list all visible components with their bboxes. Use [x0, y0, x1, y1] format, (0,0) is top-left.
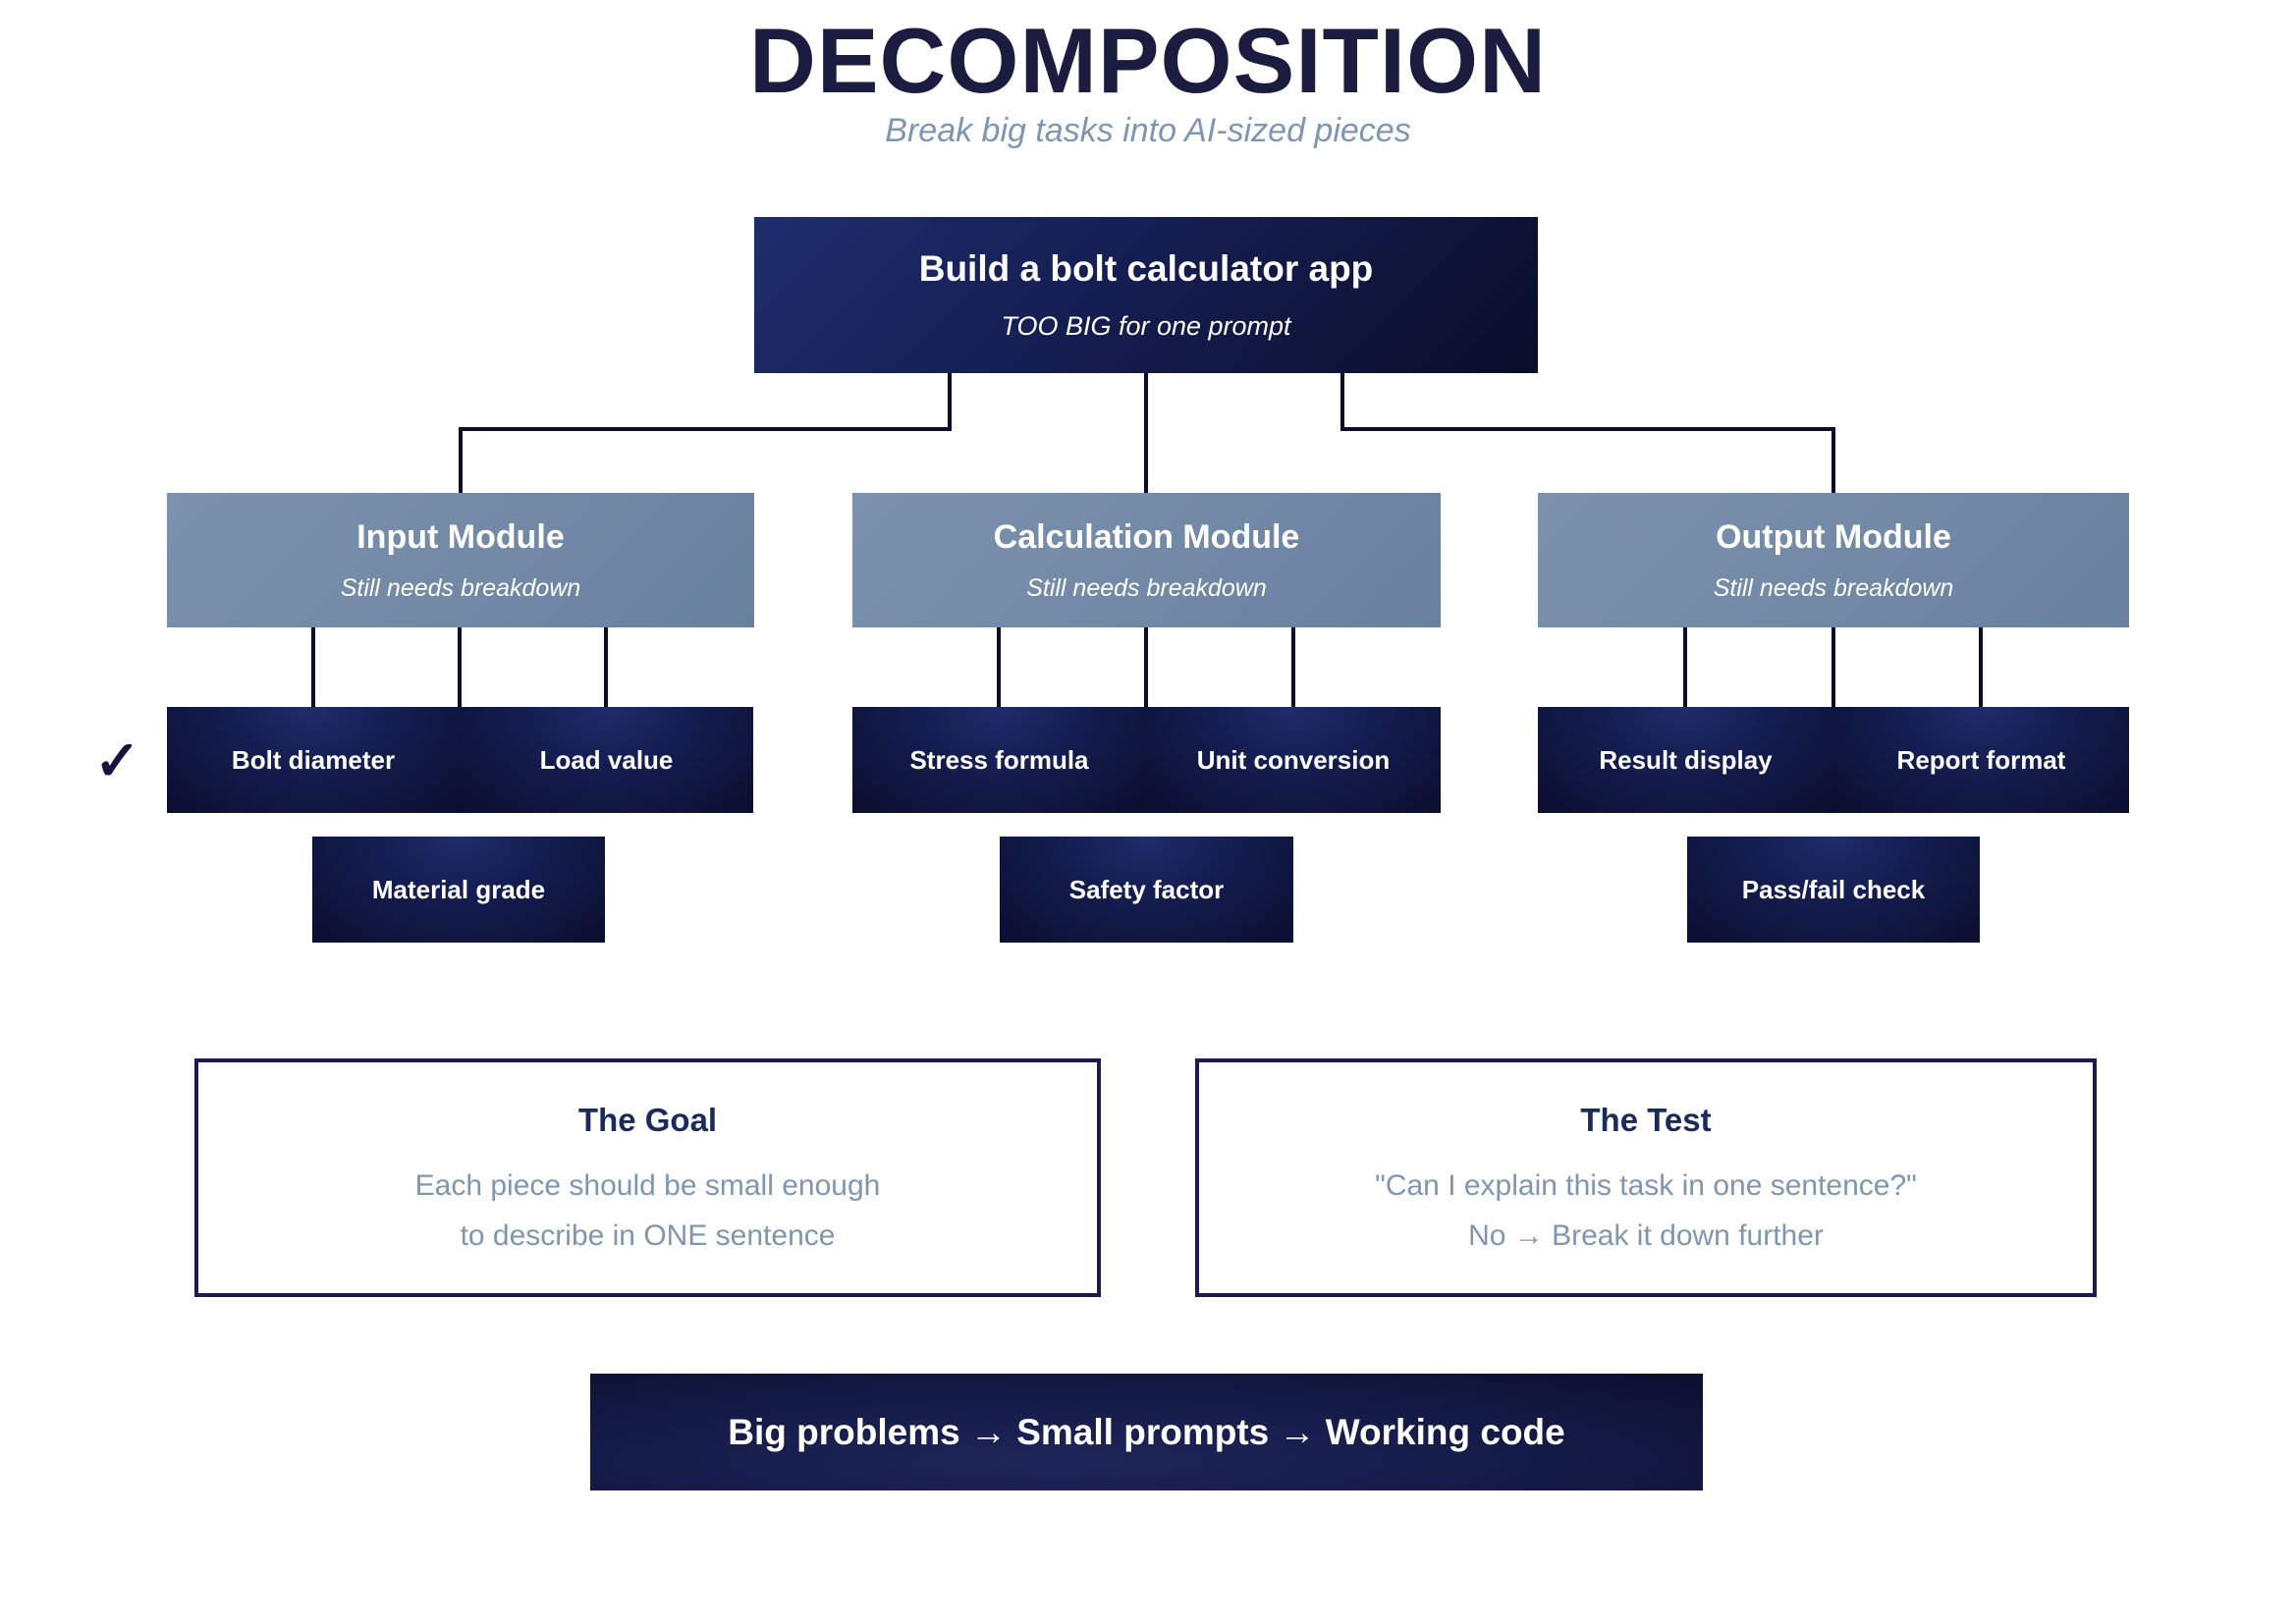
connector-input-leaf-1 [311, 627, 315, 707]
leaf-node-stress-formula: Stress formula [852, 707, 1146, 813]
goal-card-title: The Goal [577, 1102, 718, 1138]
leaf-label: Stress formula [909, 744, 1089, 775]
leaf-node-bolt-diameter: Bolt diameter [167, 707, 460, 813]
leaf-node-report-format: Report format [1833, 707, 2129, 813]
leaf-label: Bolt diameter [231, 744, 396, 775]
test-card-line-2: No → Break it down further [1468, 1219, 1824, 1252]
module-input-label: Input Module [356, 517, 565, 556]
connector-input-leaf-3 [604, 627, 608, 707]
goal-card-line-1: Each piece should be small enough [414, 1169, 881, 1202]
leaf-node-material-grade: Material grade [312, 837, 605, 943]
connector-root-drop-mid [1144, 373, 1148, 493]
connector-root-drop-left [948, 373, 952, 431]
test-card-title: The Test [1580, 1102, 1712, 1138]
root-task-node: Build a bolt calculator app TOO BIG for … [754, 217, 1538, 373]
connector-output-drop [1831, 427, 1835, 493]
leaf-label: Pass/fail check [1741, 874, 1926, 904]
connector-calc-leaf-3 [1291, 627, 1295, 707]
leaf-label: Material grade [371, 874, 546, 904]
connector-root-elbow-left [459, 427, 952, 431]
test-card: The Test "Can I explain this task in one… [1195, 1058, 2097, 1297]
page-subtitle: Break big tasks into AI-sized pieces [885, 112, 1411, 149]
leaf-label: Safety factor [1068, 874, 1225, 904]
connector-root-drop-right [1340, 373, 1344, 431]
page-title: DECOMPOSITION [748, 9, 1548, 112]
module-calculation-label: Calculation Module [993, 517, 1300, 556]
goal-card: The Goal Each piece should be small enou… [194, 1058, 1101, 1297]
module-node-output: Output Module Still needs breakdown [1538, 493, 2129, 627]
connector-input-drop [459, 427, 463, 493]
leaf-node-pass-fail-check: Pass/fail check [1687, 837, 1980, 943]
leaf-node-load-value: Load value [460, 707, 753, 813]
leaf-node-unit-conversion: Unit conversion [1146, 707, 1441, 813]
checkmark-icon: ✓ [94, 730, 140, 791]
leaf-label: Unit conversion [1196, 744, 1391, 775]
module-output-label: Output Module [1716, 517, 1951, 556]
footer-banner-text: Big problems → Small prompts → Working c… [728, 1411, 1565, 1452]
connector-output-leaf-1 [1683, 627, 1687, 707]
root-task-note: TOO BIG for one prompt [1001, 311, 1291, 341]
leaf-node-safety-factor: Safety factor [1000, 837, 1293, 943]
connector-output-leaf-3 [1979, 627, 1983, 707]
connector-root-elbow-right [1340, 427, 1835, 431]
root-task-label: Build a bolt calculator app [918, 248, 1374, 289]
module-node-calculation: Calculation Module Still needs breakdown [852, 493, 1441, 627]
module-node-input: Input Module Still needs breakdown [167, 493, 754, 627]
footer-banner: Big problems → Small prompts → Working c… [590, 1374, 1703, 1490]
module-output-note: Still needs breakdown [1713, 573, 1954, 602]
connector-calc-leaf-2 [1144, 627, 1148, 707]
leaf-label: Load value [539, 744, 674, 775]
leaf-label: Report format [1896, 744, 2066, 775]
connector-output-leaf-2 [1831, 627, 1835, 707]
leaf-node-result-display: Result display [1538, 707, 1833, 813]
module-calculation-note: Still needs breakdown [1026, 573, 1267, 602]
connector-calc-leaf-1 [997, 627, 1001, 707]
connector-input-leaf-2 [458, 627, 462, 707]
module-input-note: Still needs breakdown [340, 573, 581, 602]
goal-card-line-2: to describe in ONE sentence [460, 1219, 836, 1252]
leaf-label: Result display [1599, 744, 1773, 775]
test-card-line-1: "Can I explain this task in one sentence… [1375, 1169, 1917, 1202]
